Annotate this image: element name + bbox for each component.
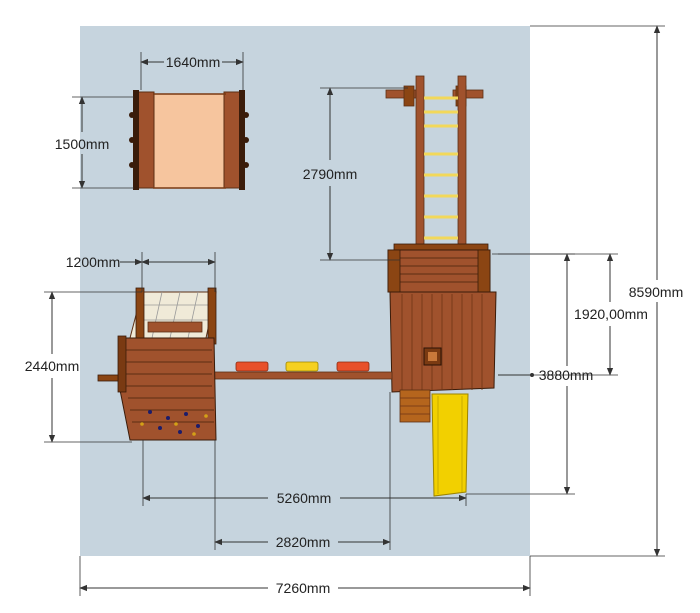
dimension-sandbox-width: 1640mm bbox=[140, 52, 244, 90]
dimension-total-width: 7260mm bbox=[79, 556, 531, 596]
dimension-total-depth: 8590mm bbox=[530, 25, 683, 557]
label-beam-length: 5260mm bbox=[277, 490, 331, 506]
dimension-ladder-length: 2790mm bbox=[303, 87, 408, 261]
label-beam-offset: 2820mm bbox=[276, 534, 330, 550]
dimension-tower-height: 1920,00mm bbox=[492, 253, 648, 376]
dimension-cube-depth: 2440mm bbox=[25, 291, 142, 443]
label-total-width: 7260mm bbox=[276, 580, 330, 596]
label-slide-depth: 3880mm bbox=[539, 367, 593, 383]
tower bbox=[387, 243, 497, 423]
dimension-sandbox-depth: 1500mm bbox=[55, 96, 134, 189]
dimension-beam-offset: 2820mm bbox=[214, 392, 391, 550]
swing-beam bbox=[199, 361, 393, 380]
climbing-cube bbox=[97, 287, 217, 441]
label-cube-depth: 2440mm bbox=[25, 358, 79, 374]
label-sandbox-depth: 1500mm bbox=[55, 136, 109, 152]
slide bbox=[431, 393, 469, 497]
label-cube-width: 1200mm bbox=[66, 254, 120, 270]
label-sandbox-width: 1640mm bbox=[166, 54, 220, 70]
dimension-cube-width: 1200mm bbox=[66, 252, 216, 292]
label-tower-height: 1920,00mm bbox=[574, 306, 648, 322]
label-ladder-length: 2790mm bbox=[303, 166, 357, 182]
dimension-beam-length: 5260mm bbox=[142, 440, 467, 506]
sandbox bbox=[129, 90, 249, 190]
dimension-slide-depth: 3880mm bbox=[466, 253, 593, 495]
label-total-depth: 8590mm bbox=[629, 284, 683, 300]
